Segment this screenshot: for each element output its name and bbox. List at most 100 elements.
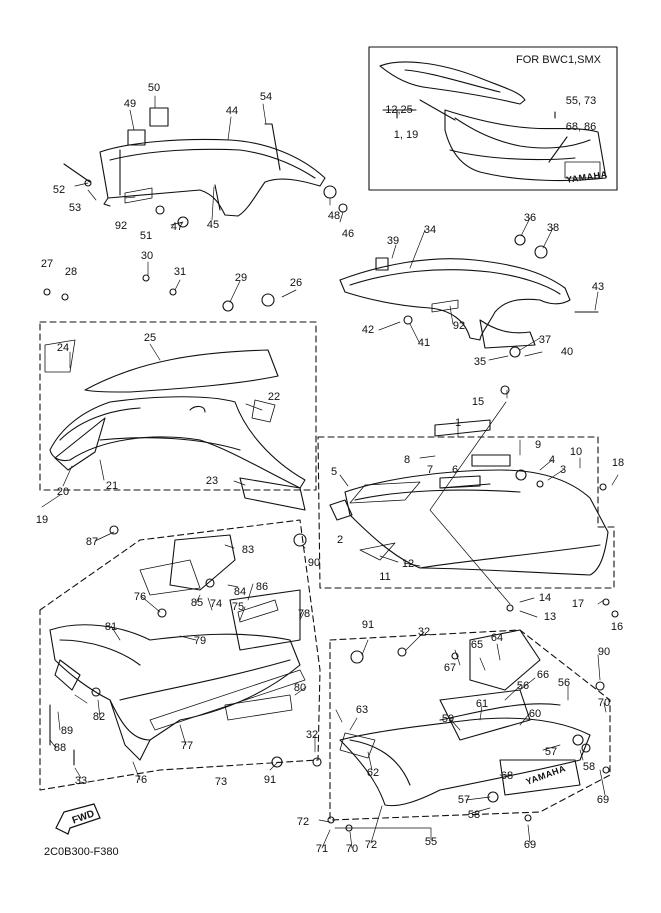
callout-60: 60 <box>528 708 542 720</box>
callout-82: 82 <box>92 711 106 723</box>
callout-42: 42 <box>361 324 375 336</box>
callout-15: 15 <box>471 396 485 408</box>
callout-56b: 56 <box>557 677 571 689</box>
callout-81: 81 <box>104 621 118 633</box>
callout-5: 5 <box>330 466 338 478</box>
callout-46: 46 <box>341 228 355 240</box>
leader-lines <box>41 95 619 849</box>
callout-i5573: 55, 73 <box>565 95 597 107</box>
callout-37: 37 <box>538 334 552 346</box>
callout-91b: 91 <box>263 774 277 786</box>
callout-10: 10 <box>569 446 583 458</box>
upper-cover-44 <box>63 107 348 228</box>
callout-39: 39 <box>386 235 400 247</box>
callout-21: 21 <box>105 480 119 492</box>
callout-6: 6 <box>451 464 459 476</box>
inset-variant-panel <box>368 46 618 191</box>
callout-31: 31 <box>173 266 187 278</box>
callout-57a: 57 <box>544 746 558 758</box>
callout-67: 67 <box>443 662 457 674</box>
callout-13: 13 <box>543 611 557 623</box>
callout-79: 79 <box>193 635 207 647</box>
callout-90a: 90 <box>307 557 321 569</box>
callout-40: 40 <box>560 346 574 358</box>
callout-25: 25 <box>143 332 157 344</box>
callout-12: 12 <box>401 558 415 570</box>
callout-32b: 32 <box>305 729 319 741</box>
inset-title: FOR BWC1,SMX <box>516 54 601 66</box>
callout-87: 87 <box>85 536 99 548</box>
callout-14: 14 <box>538 592 552 604</box>
callout-55: 55 <box>424 836 438 848</box>
callout-85: 85 <box>190 597 204 609</box>
callout-i1225: 12,25 <box>385 104 413 116</box>
side-panel-1-group <box>317 385 619 618</box>
callout-92a: 92 <box>114 220 128 232</box>
callout-76b: 76 <box>134 774 148 786</box>
callout-33: 33 <box>74 775 88 787</box>
callout-68: 68 <box>500 770 514 782</box>
callout-70b: 70 <box>345 843 359 855</box>
callout-i6886: 68, 86 <box>565 121 597 133</box>
callout-84: 84 <box>233 586 247 598</box>
callout-88: 88 <box>53 742 67 754</box>
callout-28: 28 <box>64 266 78 278</box>
callout-2: 2 <box>336 534 344 546</box>
callout-73: 73 <box>214 776 228 788</box>
callout-57b: 57 <box>457 794 471 806</box>
callout-3: 3 <box>559 464 567 476</box>
callout-45: 45 <box>206 219 220 231</box>
callout-72a: 72 <box>296 816 310 828</box>
callout-32a: 32 <box>417 626 431 638</box>
callout-63: 63 <box>355 704 369 716</box>
callout-50: 50 <box>147 82 161 94</box>
callout-58a: 58 <box>582 761 596 773</box>
document-code: 2C0B300-F380 <box>44 846 119 858</box>
callout-90b: 90 <box>597 646 611 658</box>
callout-49: 49 <box>123 98 137 110</box>
callout-8: 8 <box>403 454 411 466</box>
callout-23: 23 <box>205 475 219 487</box>
callout-91a: 91 <box>361 619 375 631</box>
callout-27: 27 <box>40 258 54 270</box>
callout-61: 61 <box>475 698 489 710</box>
callout-74: 74 <box>209 598 223 610</box>
callout-18: 18 <box>611 457 625 469</box>
callout-62: 62 <box>366 767 380 779</box>
callout-51: 51 <box>139 230 153 242</box>
callout-9: 9 <box>534 439 542 451</box>
callout-i119: 1, 19 <box>393 129 419 141</box>
callout-41: 41 <box>417 337 431 349</box>
callout-1: 1 <box>454 417 462 429</box>
callout-11: 11 <box>379 571 391 583</box>
callout-22: 22 <box>267 391 281 403</box>
callout-89: 89 <box>60 725 74 737</box>
callout-86: 86 <box>255 581 269 593</box>
callout-83: 83 <box>241 544 255 556</box>
callout-66: 66 <box>536 669 550 681</box>
callout-47: 47 <box>170 221 184 233</box>
callout-59: 59 <box>441 713 455 725</box>
callout-71: 71 <box>315 843 329 855</box>
callout-80: 80 <box>293 682 307 694</box>
callout-77: 77 <box>180 740 194 752</box>
callout-17: 17 <box>571 598 585 610</box>
callout-72b: 72 <box>364 839 378 851</box>
callout-54: 54 <box>259 91 273 103</box>
callout-92b: 92 <box>452 320 466 332</box>
callout-48: 48 <box>327 210 341 222</box>
lower-cowl-55-group <box>312 629 611 832</box>
callout-26: 26 <box>289 277 303 289</box>
callout-43: 43 <box>591 281 605 293</box>
callout-58b: 58 <box>467 809 481 821</box>
callout-34: 34 <box>423 224 437 236</box>
callout-29: 29 <box>234 272 248 284</box>
callout-78: 78 <box>297 608 311 620</box>
callout-70a: 70 <box>597 697 611 709</box>
callout-4: 4 <box>548 454 556 466</box>
callout-19: 19 <box>35 514 49 526</box>
callout-64: 64 <box>490 632 504 644</box>
callout-75: 75 <box>231 601 245 613</box>
